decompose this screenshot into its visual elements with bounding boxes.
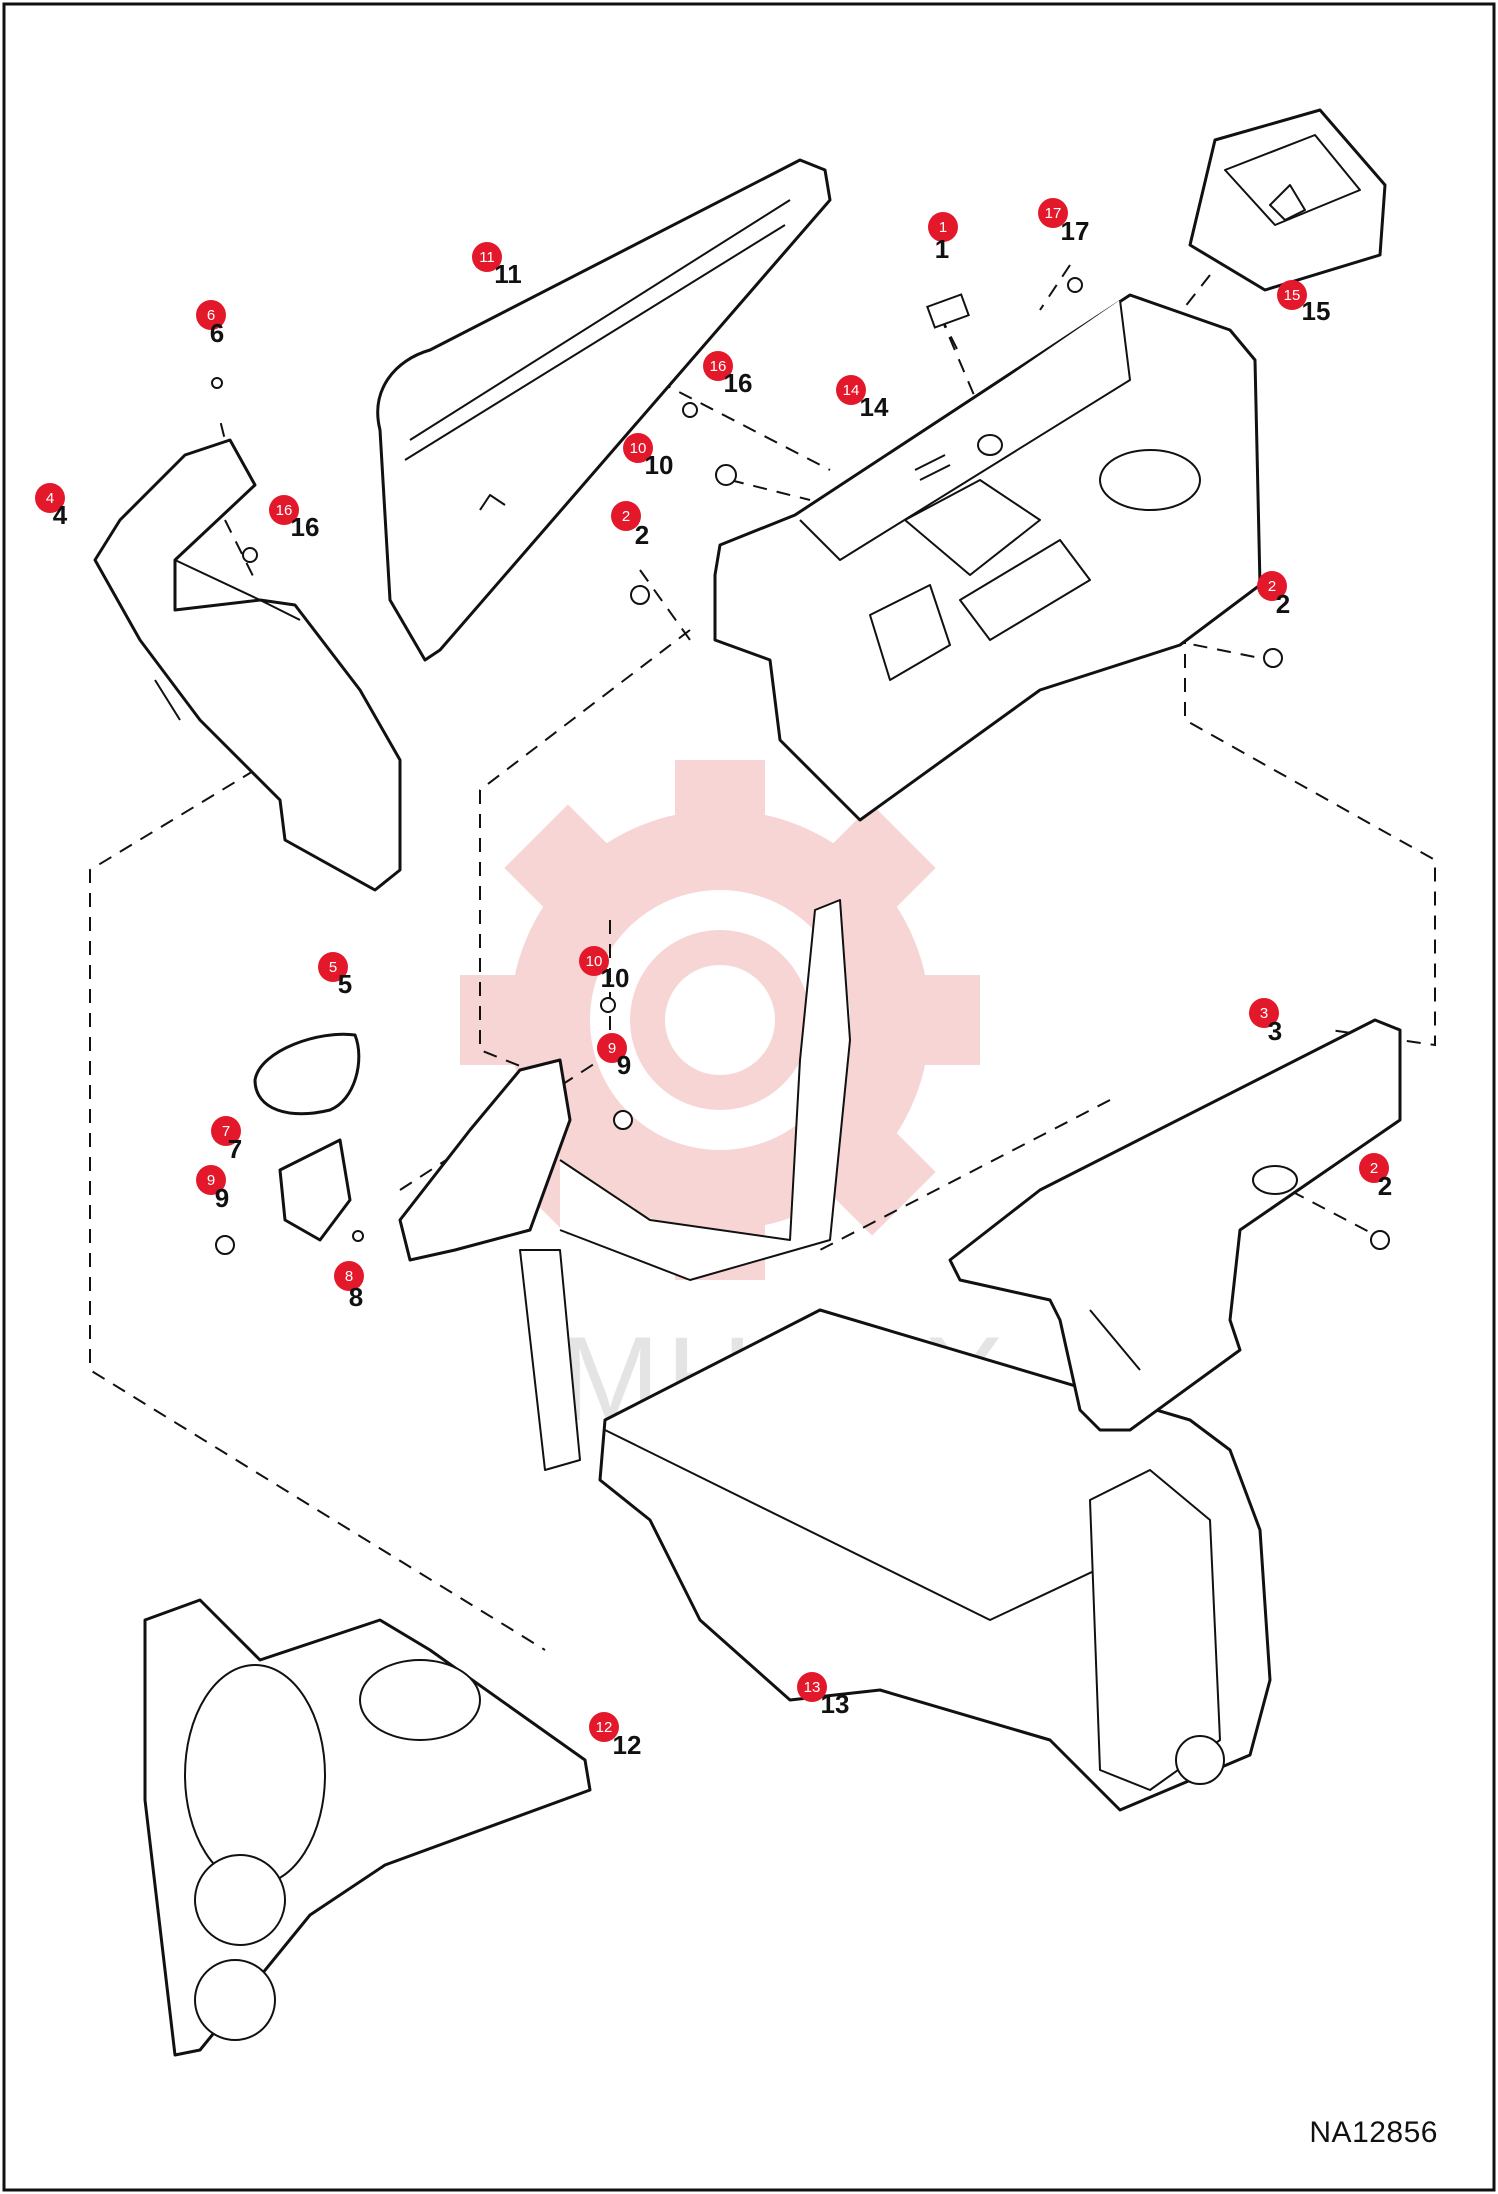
callout-2b: 22 bbox=[1257, 571, 1290, 619]
svg-text:14: 14 bbox=[843, 382, 860, 399]
svg-text:16: 16 bbox=[291, 512, 320, 542]
callout-8: 88 bbox=[334, 1261, 364, 1312]
svg-text:7: 7 bbox=[222, 1123, 230, 1140]
svg-text:10: 10 bbox=[586, 953, 603, 970]
callout-4: 44 bbox=[35, 483, 68, 530]
cup-holder-insert bbox=[1188, 108, 1387, 292]
svg-text:6: 6 bbox=[207, 307, 215, 324]
drawing-number: NA12856 bbox=[1309, 2116, 1438, 2149]
svg-text:12: 12 bbox=[596, 1719, 613, 1736]
callout-2a: 22 bbox=[611, 501, 649, 550]
svg-text:16: 16 bbox=[724, 368, 753, 398]
svg-text:13: 13 bbox=[821, 1689, 850, 1719]
mounting-bracket bbox=[278, 1138, 352, 1242]
callout-3: 33 bbox=[1249, 998, 1282, 1046]
svg-text:7: 7 bbox=[228, 1134, 242, 1164]
svg-text:11: 11 bbox=[479, 249, 495, 266]
svg-text:14: 14 bbox=[860, 392, 889, 422]
svg-text:8: 8 bbox=[345, 1268, 353, 1285]
mounting-frame bbox=[519, 1249, 1272, 1812]
svg-text:9: 9 bbox=[207, 1172, 215, 1189]
svg-text:17: 17 bbox=[1061, 216, 1090, 246]
svg-text:2: 2 bbox=[1370, 1160, 1378, 1177]
svg-text:2: 2 bbox=[1378, 1171, 1392, 1201]
callout-2c: 22 bbox=[1359, 1153, 1392, 1201]
left-upright-shroud bbox=[93, 438, 402, 892]
svg-text:10: 10 bbox=[601, 963, 630, 993]
svg-text:15: 15 bbox=[1302, 296, 1331, 326]
svg-text:4: 4 bbox=[53, 500, 68, 530]
svg-text:13: 13 bbox=[804, 1679, 821, 1696]
svg-text:1: 1 bbox=[939, 219, 947, 236]
svg-text:6: 6 bbox=[210, 318, 224, 348]
callout-7: 77 bbox=[211, 1116, 242, 1164]
svg-text:12: 12 bbox=[613, 1730, 642, 1760]
steering-bracket bbox=[398, 899, 851, 1281]
svg-text:11: 11 bbox=[494, 259, 522, 289]
side-trim-panel bbox=[376, 158, 832, 662]
svg-text:10: 10 bbox=[630, 440, 647, 457]
svg-text:9: 9 bbox=[608, 1040, 616, 1057]
main-console-housing bbox=[713, 293, 1262, 822]
svg-text:4: 4 bbox=[46, 490, 54, 507]
svg-text:5: 5 bbox=[338, 969, 352, 999]
svg-text:10: 10 bbox=[645, 450, 674, 480]
fasteners bbox=[211, 277, 1390, 1255]
right-side-panel bbox=[948, 1018, 1402, 1432]
lower-shroud bbox=[143, 1598, 592, 2057]
svg-text:2: 2 bbox=[635, 520, 649, 550]
callout-9a: 99 bbox=[597, 1033, 631, 1080]
callout-9b: 99 bbox=[196, 1165, 229, 1213]
callout-1: 11 bbox=[928, 212, 958, 264]
cover-cap bbox=[253, 1032, 361, 1116]
svg-text:5: 5 bbox=[329, 959, 337, 976]
svg-text:16: 16 bbox=[276, 502, 293, 519]
svg-text:9: 9 bbox=[215, 1183, 229, 1213]
svg-text:2: 2 bbox=[1268, 578, 1276, 595]
svg-text:16: 16 bbox=[710, 358, 727, 375]
callout-5: 55 bbox=[318, 952, 352, 999]
callout-6: 66 bbox=[196, 300, 226, 348]
svg-text:15: 15 bbox=[1284, 287, 1301, 304]
svg-text:2: 2 bbox=[1276, 589, 1290, 619]
svg-text:3: 3 bbox=[1260, 1005, 1268, 1022]
svg-text:8: 8 bbox=[349, 1282, 363, 1312]
svg-text:9: 9 bbox=[617, 1050, 631, 1080]
svg-text:1: 1 bbox=[935, 234, 949, 264]
svg-text:17: 17 bbox=[1045, 205, 1062, 222]
svg-text:3: 3 bbox=[1268, 1016, 1282, 1046]
svg-text:2: 2 bbox=[622, 508, 630, 525]
